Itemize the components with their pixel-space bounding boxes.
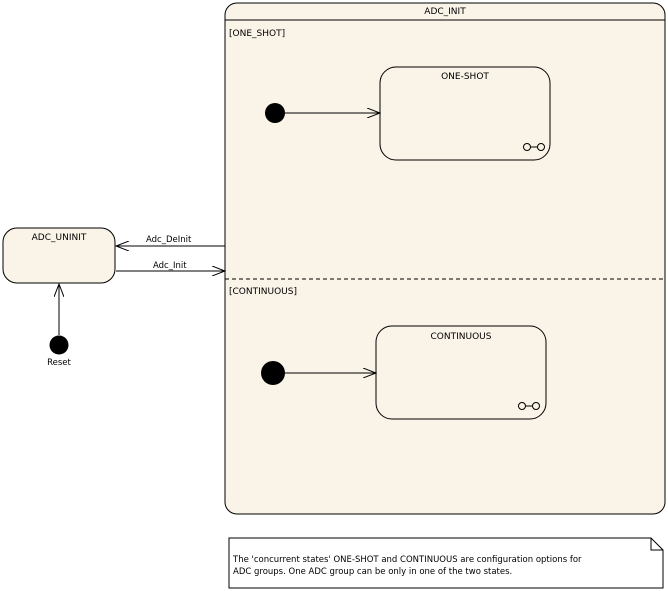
note-line-2: ADC groups. One ADC group can be only in… — [233, 567, 512, 577]
initial-node-reset — [49, 335, 69, 355]
transition-init-label: Adc_Init — [153, 261, 187, 271]
continuous-state-label: CONTINUOUS — [431, 332, 492, 342]
note: The 'concurrent states' ONE-SHOT and CON… — [228, 537, 664, 589]
region-guard-continuous: [CONTINUOUS] — [229, 287, 297, 297]
adc-init-composite-state[interactable]: ADC_INIT — [224, 2, 666, 515]
initial-node-continuous — [261, 361, 285, 385]
region-guard-one-shot: [ONE_SHOT] — [229, 29, 285, 39]
note-line-1: The 'concurrent states' ONE-SHOT and CON… — [232, 555, 582, 565]
one-shot-state-label: ONE-SHOT — [441, 72, 489, 82]
initial-node-one-shot — [265, 103, 285, 123]
composite-indicator-icon — [523, 143, 545, 151]
continuous-state[interactable]: CONTINUOUS — [375, 325, 547, 420]
adc-uninit-state[interactable]: ADC_UNINIT — [2, 227, 116, 284]
adc-uninit-label: ADC_UNINIT — [32, 233, 87, 243]
one-shot-state[interactable]: ONE-SHOT — [379, 66, 551, 161]
reset-label: Reset — [47, 358, 71, 368]
transition-deinit-label: Adc_DeInit — [146, 235, 192, 245]
adc-init-title: ADC_INIT — [424, 7, 466, 17]
composite-indicator-icon — [518, 402, 540, 410]
